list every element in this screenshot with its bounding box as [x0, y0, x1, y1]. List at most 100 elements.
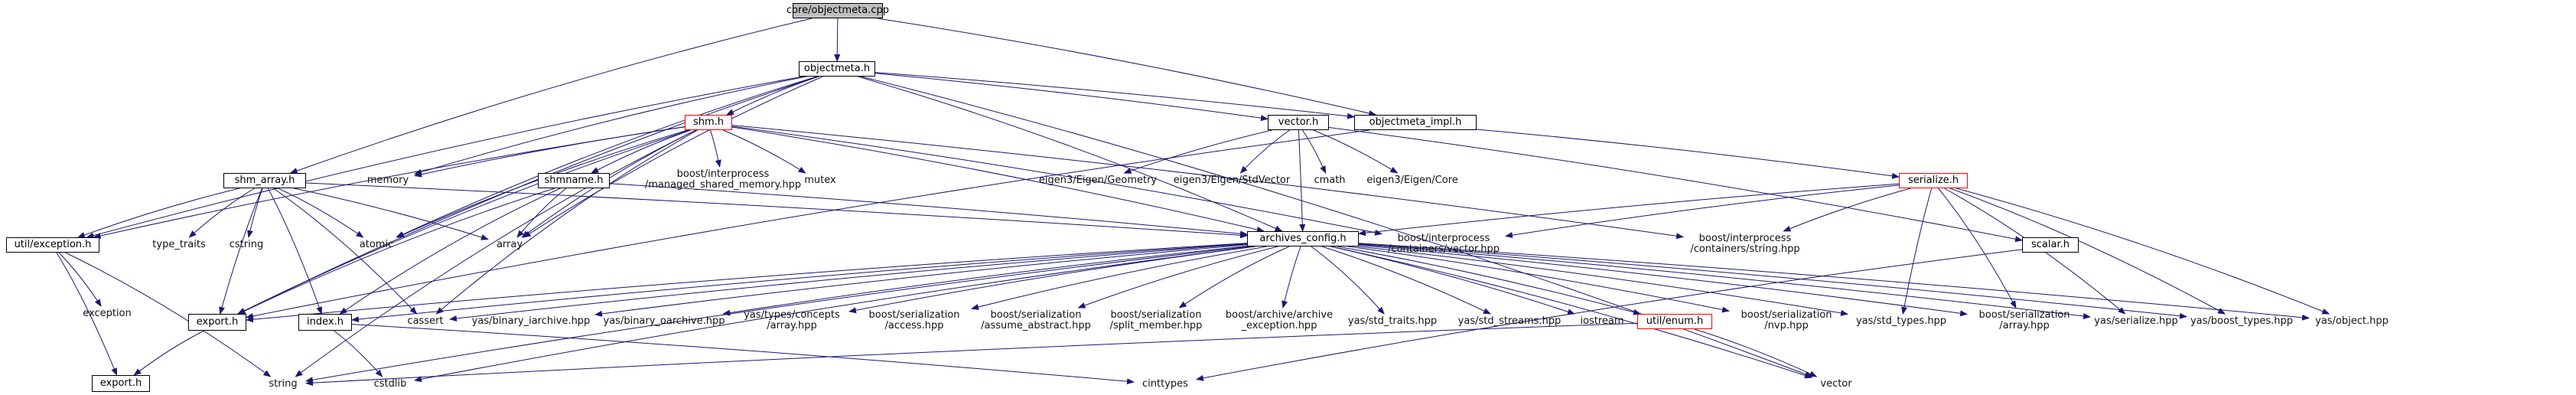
node-objectmeta-h[interactable]: objectmeta.h [799, 61, 875, 77]
node-memory: memory [366, 175, 409, 186]
edge-archives-config-h-to-bs-assume-abstract [1077, 246, 1278, 308]
edge-objectmeta-impl-h-to-export-h-1 [246, 129, 1370, 319]
edge-root-to-objectmeta-impl-h [877, 18, 1377, 116]
edge-vector-h-to-eigen-geometry [1123, 129, 1272, 174]
node-eigen-geometry: eigen3/Eigen/Geometry [1038, 175, 1158, 186]
node-shmname-h[interactable]: shmname.h [538, 173, 610, 188]
node-string: string [269, 378, 298, 390]
edge-shm-array-h-to-export-h-1 [219, 188, 263, 315]
node-serialize-h[interactable]: serialize.h [1899, 173, 1968, 188]
edge-objectmeta-h-to-array [523, 76, 823, 238]
node-index-h[interactable]: index.h [298, 314, 352, 331]
edge-archives-config-h-to-vector [1330, 246, 1812, 379]
edge-shm-h-to-ip-string [731, 125, 1684, 240]
edge-archives-config-h-to-bs-nvp [1348, 246, 1730, 313]
edge-shm-h-to-archives-config-h [731, 126, 1265, 233]
node-bs-nvp: boost/serialization /nvp.hpp [1741, 309, 1832, 331]
node-bs-split-member: boost/serialization /split_member.hpp [1109, 309, 1203, 331]
edge-archives-config-h-to-yas-std-traits [1311, 246, 1385, 315]
edge-util-exception-h-to-exception [58, 252, 102, 307]
edge-archives-config-h-to-yas-concepts-array [848, 246, 1255, 314]
edge-archives-config-h-to-yas-serialize [1358, 243, 2091, 319]
edge-index-h-to-cstdlib [334, 330, 383, 377]
edge-archives-config-h-to-yas-boost-types [1358, 243, 2187, 319]
edge-shm-array-h-to-atomic [278, 188, 364, 238]
node-shm-array-h[interactable]: shm_array.h [223, 173, 306, 188]
node-archives-config-h[interactable]: archives_config.h [1247, 231, 1359, 246]
edge-serialize-h-to-bs-array [1938, 188, 2017, 308]
node-bs-access: boost/serialization /access.hpp [868, 309, 960, 331]
edge-archives-config-h-to-bs-split-member [1178, 246, 1290, 308]
edge-shm-h-to-mutex [723, 129, 806, 174]
node-bs-assume-abstract: boost/serialization /assume_abstract.hpp [981, 309, 1091, 331]
edge-shm-h-to-export-h-1 [237, 129, 690, 315]
node-exception: exception [83, 308, 132, 319]
node-bs-array: boost/serialization /array.hpp [1978, 309, 2070, 331]
edge-shm-array-h-to-cstring [247, 188, 263, 238]
edge-util-exception-h-to-export-h-2 [56, 252, 118, 376]
edge-archives-config-h-to-cassert [449, 243, 1248, 322]
node-util-enum-h[interactable]: util/enum.h [1637, 314, 1712, 329]
node-ip-vector: boost/interprocess /containers/vector.hp… [1387, 233, 1500, 255]
node-type-traits: type_traits [152, 239, 206, 250]
edge-archives-config-h-to-yas-bin-iarchive [594, 244, 1248, 317]
edge-archives-config-h-to-yas-object [1358, 243, 2310, 321]
edge-serialize-h-to-ip-string [1783, 188, 1911, 232]
edge-shm-array-h-to-index-h [267, 188, 323, 315]
edge-export-h-1-to-export-h-2 [133, 330, 204, 376]
edge-objectmeta-h-to-memory [414, 76, 806, 175]
edge-util-enum-h-to-vector [1694, 328, 1818, 377]
edge-shm-array-h-to-archives-config-h [305, 182, 1248, 239]
node-scalar-h[interactable]: scalar.h [2022, 237, 2079, 253]
edge-shm-h-to-util-exception-h [93, 126, 686, 239]
edge-serialize-h-to-yas-object [1956, 188, 2330, 315]
node-yas-std-types: yas/std_types.hpp [1855, 315, 1947, 327]
edge-shm-h-to-shmname-h [591, 129, 692, 174]
edge-vector-h-to-eigen-stdvector [1239, 129, 1290, 174]
edge-objectmeta-h-to-atomic [396, 76, 817, 238]
node-root[interactable]: core/objectmeta.cpp [786, 3, 889, 18]
node-vector-h[interactable]: vector.h [1268, 115, 1329, 130]
node-yas-bin-oarchive: yas/binary_oarchive.hpp [603, 315, 725, 327]
node-export-h-2[interactable]: export.h [92, 375, 150, 392]
edge-archives-config-h-to-bs-access [971, 246, 1267, 310]
node-yas-bin-iarchive: yas/binary_iarchive.hpp [471, 315, 591, 327]
edge-util-exception-h-to-string [65, 252, 272, 377]
edge-archives-config-h-to-util-enum-h [1337, 246, 1641, 315]
node-yas-concepts-array: yas/types/concepts /array.hpp [744, 309, 840, 331]
edge-archives-config-h-to-string [305, 246, 1249, 384]
edge-vector-h-to-eigen-core [1313, 129, 1399, 174]
node-cstring: cstring [229, 239, 264, 250]
edge-root-to-objectmeta-h [834, 18, 841, 62]
node-atomic: atomic [359, 239, 394, 250]
edge-archives-config-h-to-cstdlib [414, 246, 1255, 383]
node-yas-std-streams: yas/std_streams.hpp [1457, 315, 1562, 327]
edge-objectmeta-h-to-vector-h [874, 73, 1268, 122]
edge-index-h-to-cinttypes [351, 324, 1135, 385]
edge-shmname-h-to-archives-config-h [609, 183, 1248, 237]
edge-scalar-h-to-cinttypes [1196, 249, 2023, 381]
edge-serialize-h-to-yas-boost-types [1949, 188, 2226, 315]
edge-archives-config-h-to-yas-std-types [1358, 246, 1848, 316]
node-yas-serialize: yas/serialize.hpp [2094, 315, 2178, 327]
node-ip-string: boost/interprocess /containers/string.hp… [1690, 233, 1800, 255]
node-objectmeta-impl-h[interactable]: objectmeta_impl.h [1354, 115, 1477, 130]
edge-objectmeta-h-to-archives-config-h [858, 76, 1283, 232]
node-eigen-stdvector: eigen3/Eigen/StdVector [1173, 175, 1291, 186]
edge-archives-config-h-to-ba-archive-exception [1281, 246, 1301, 308]
node-export-h-1[interactable]: export.h [188, 314, 246, 331]
edge-archives-config-h-to-index-h [351, 243, 1248, 323]
node-iostream: iostream [1580, 315, 1624, 327]
node-mutex: mutex [804, 175, 836, 186]
node-cassert: cassert [407, 315, 444, 327]
edge-shm-array-h-to-array [293, 188, 489, 240]
edge-archives-config-h-to-yas-bin-oarchive [722, 245, 1248, 316]
edge-vector-h-to-scalar-h [1328, 127, 2023, 243]
edge-vector-h-to-cmath [1301, 129, 1327, 174]
edge-util-enum-h-to-string [305, 322, 1638, 387]
edge-shm-h-to-cassert [435, 129, 699, 315]
node-util-exception-h[interactable]: util/exception.h [6, 237, 99, 253]
node-shm-h[interactable]: shm.h [685, 115, 732, 130]
edge-archives-config-h-to-yas-std-streams [1321, 246, 1491, 315]
node-managed-shm: boost/interprocess /managed_shared_memor… [644, 168, 802, 191]
